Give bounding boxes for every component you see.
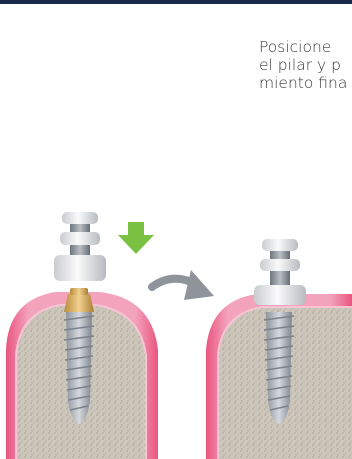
down-arrow-icon: [118, 222, 154, 254]
implant-body-before: [64, 288, 94, 424]
abutment-cap-after: [254, 239, 306, 305]
abutment-cap-before: [54, 212, 106, 281]
curved-arrow-icon: [152, 270, 214, 300]
